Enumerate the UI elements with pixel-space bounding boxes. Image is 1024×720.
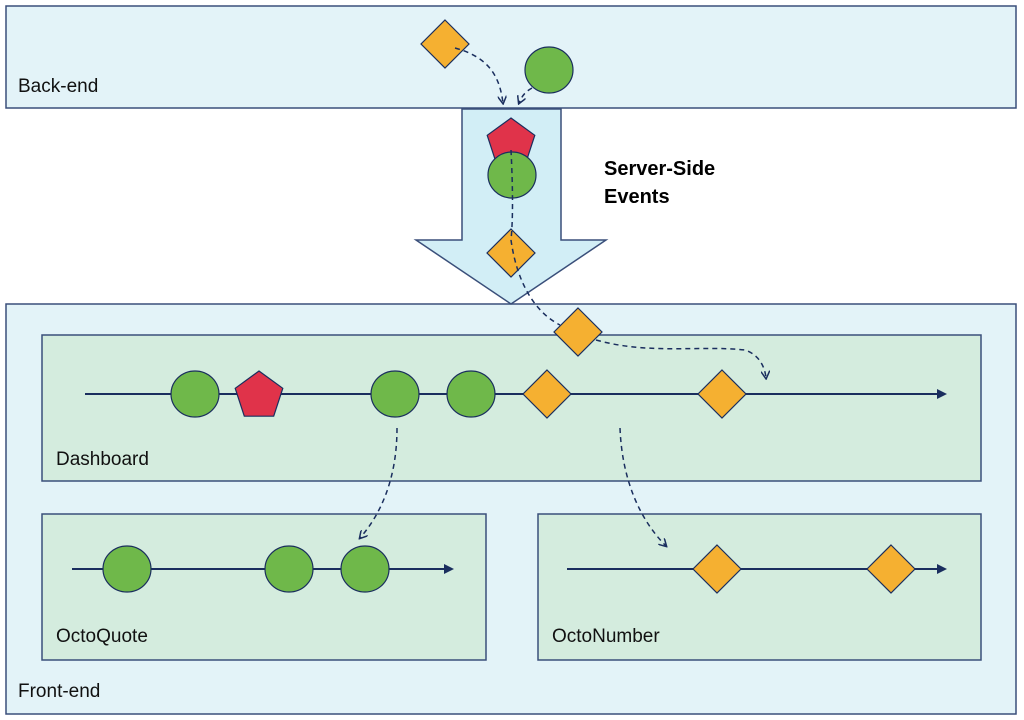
backend-panel: Back-end [5, 5, 1017, 109]
pentagon-event-icon [234, 370, 284, 417]
transport-arrow-shape [413, 108, 609, 305]
octoquote-events [102, 545, 390, 593]
octoquote-label: OctoQuote [56, 626, 148, 647]
diamond-event-icon [522, 369, 572, 419]
backend-circle-event-icon [524, 46, 574, 94]
flow-path-to-dashboard-end [595, 339, 766, 378]
dashboard-events [170, 369, 747, 419]
circle-event-icon [102, 545, 152, 593]
diamond-event-icon [697, 369, 747, 419]
backend-box [5, 5, 1017, 109]
circle-event-icon [264, 545, 314, 593]
circle-event-icon [446, 370, 496, 418]
octoquote-panel: OctoQuote [41, 513, 487, 661]
octonumber-box [537, 513, 982, 661]
flow-path-backend-circle [519, 87, 533, 103]
flow-path-transport [510, 149, 561, 326]
circle-event-icon [340, 545, 390, 593]
transport-label-line2: Events [604, 186, 670, 208]
octonumber-panel: OctoNumber [537, 513, 982, 661]
backend-label: Back-end [18, 76, 98, 97]
circle-event-icon [370, 370, 420, 418]
circle-event-icon [170, 370, 220, 418]
octonumber-label: OctoNumber [552, 626, 660, 647]
frontend-label: Front-end [18, 681, 100, 702]
backend-diamond-event-icon [420, 19, 470, 69]
server-side-events-arrow: Server-Side Events [413, 108, 715, 305]
transport-label-line1: Server-Side [604, 158, 715, 180]
transit-events [420, 19, 603, 357]
transport-diamond-event-icon [486, 228, 536, 278]
frontend-incoming-diamond-event-icon [553, 307, 603, 357]
diamond-event-icon [866, 544, 916, 594]
dashboard-panel: Dashboard [41, 334, 982, 482]
diamond-event-icon [692, 544, 742, 594]
flow-path-to-octoquote [360, 427, 398, 538]
flow-path-backend-diamond [454, 47, 503, 103]
octonumber-events [692, 544, 916, 594]
flow-path-to-octonumber [619, 427, 666, 546]
flow-paths [360, 47, 766, 546]
dashboard-label: Dashboard [56, 449, 149, 470]
transport-circle-event-icon [487, 151, 537, 199]
